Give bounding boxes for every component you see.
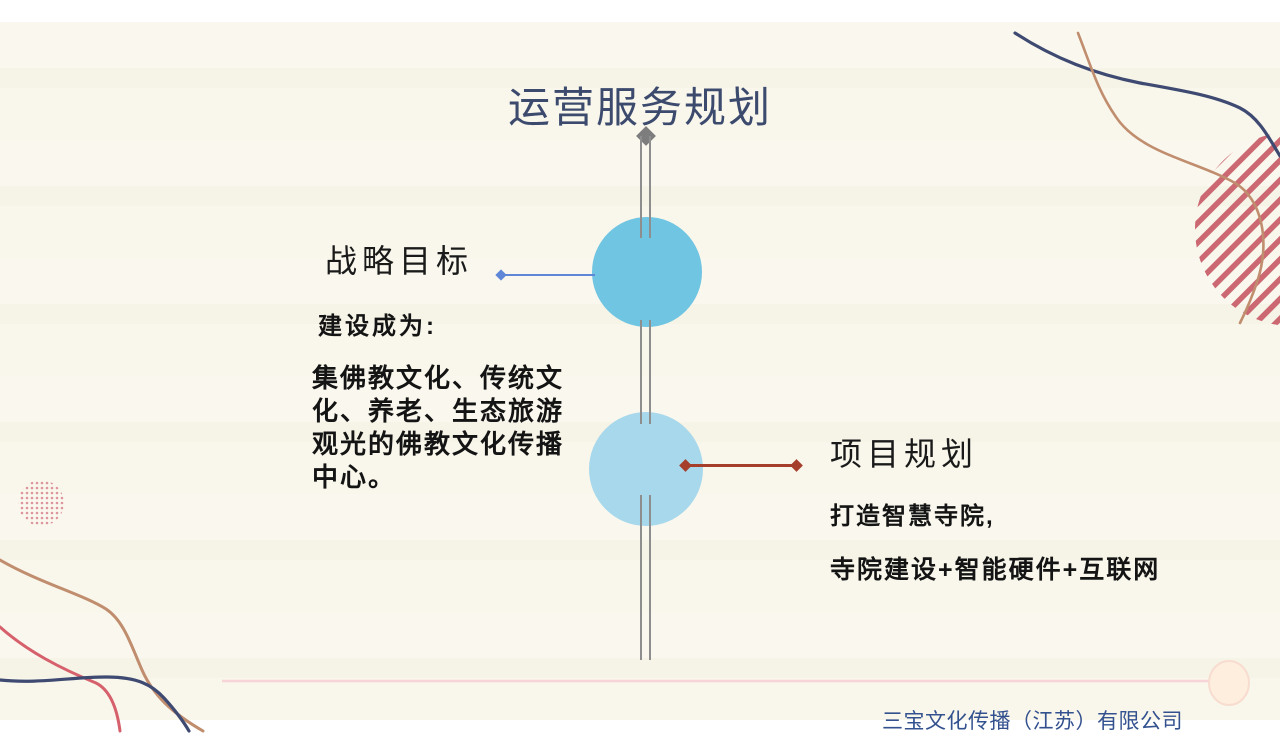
right-connector-bar: [685, 464, 797, 467]
body-line: 中心。: [312, 462, 397, 492]
slide-title: 运营服务规划: [507, 84, 772, 131]
dotted-circle-decoration: [18, 480, 64, 526]
strategic-goal-heading: 战略目标: [325, 243, 474, 279]
timeline-node-1: [592, 217, 702, 327]
right-connector-line: [679, 458, 803, 472]
timeline-line-segment-middle: [640, 320, 651, 424]
timeline-line-segment-bottom: [640, 495, 651, 660]
body-line: 观光的佛教文化传播: [312, 429, 565, 459]
project-plan-lead: 打造智慧寺院,: [830, 503, 995, 530]
navy-curve-bottom-left: [0, 675, 191, 733]
body-line: 化、养老、生态旅游: [312, 396, 565, 426]
right-connector-diamond-right-icon: [790, 458, 803, 472]
peach-circle-decoration: [1208, 660, 1250, 706]
slide-canvas: 运营服务规划 战略目标 建设成为: 集佛教文化、传统文 化、养老、生态旅游 观光…: [0, 22, 1280, 733]
timeline-line-segment-top: [640, 136, 651, 238]
project-plan-heading: 项目规划: [830, 436, 979, 472]
left-connector-bar: [500, 274, 595, 276]
strategic-goal-lead: 建设成为:: [318, 313, 437, 340]
footer-company-name: 三宝文化传播（江苏）有限公司: [882, 710, 1183, 733]
project-plan-block: 项目规划 打造智慧寺院, 寺院建设+智能硬件+互联网: [830, 429, 1230, 586]
body-line: 集佛教文化、传统文: [312, 363, 565, 393]
tan-curve-bottom-left: [0, 558, 205, 733]
project-plan-body: 寺院建设+智能硬件+互联网: [830, 556, 1161, 584]
striped-circle-decoration: [1195, 132, 1280, 326]
strategic-goal-block: 战略目标 建设成为: 集佛教文化、传统文 化、养老、生态旅游 观光的佛教文化传播…: [312, 236, 602, 494]
red-curve-bottom-left: [0, 625, 122, 733]
strategic-goal-body: 集佛教文化、传统文 化、养老、生态旅游 观光的佛教文化传播 中心。: [312, 362, 602, 494]
left-connector-line: [495, 268, 595, 281]
